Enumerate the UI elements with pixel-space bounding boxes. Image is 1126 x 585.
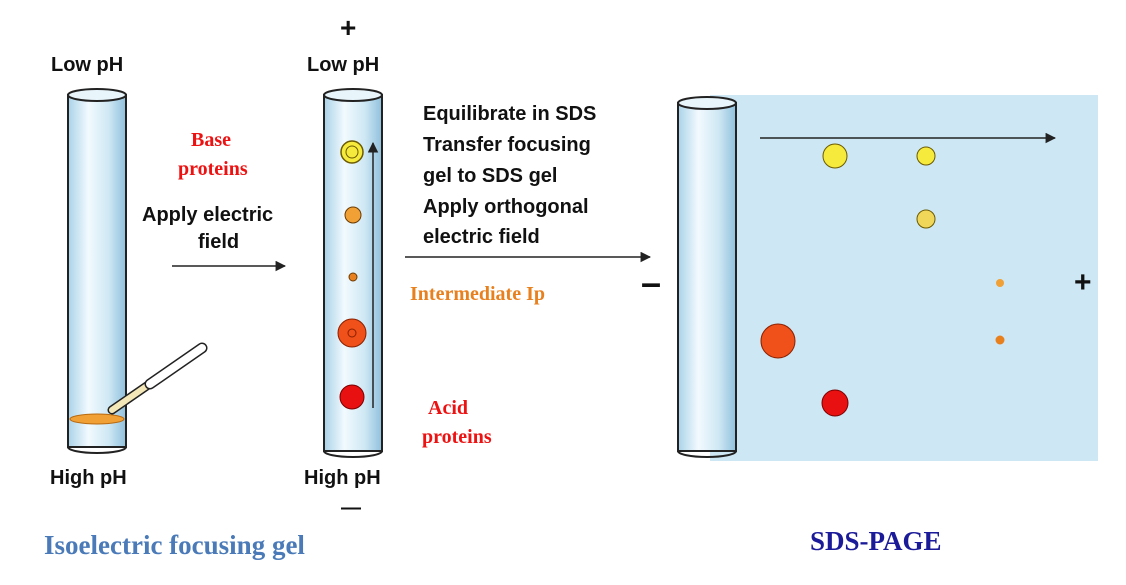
- protein-spot: [337, 318, 367, 348]
- sds-anode-label: +: [1074, 266, 1092, 299]
- apply-field-label-line2: field: [198, 231, 240, 253]
- protein-spot-ring: [345, 145, 359, 159]
- sds-gel-slab: [710, 95, 1098, 461]
- sds-cathode-label: –: [641, 262, 662, 303]
- pipette-icon: [107, 342, 208, 415]
- acid-proteins-label-line1: Acid: [428, 397, 468, 419]
- ief-tube-before: [67, 88, 127, 454]
- intermediate-ip-label: Intermediate Ip: [410, 283, 545, 305]
- tube2-bottom-label: High pH: [304, 467, 381, 489]
- protein-spot-ring: [347, 328, 357, 338]
- step-line-4: Apply orthogonal: [423, 196, 589, 218]
- sds-page-title: SDS-PAGE: [810, 526, 942, 556]
- anode-plus-label: +: [340, 12, 357, 43]
- step-line-5: electric field: [423, 226, 540, 248]
- acid-proteins-label-line2: proteins: [422, 426, 492, 448]
- tube1-bottom-label: High pH: [50, 467, 127, 489]
- tube2-top-label: Low pH: [307, 54, 380, 76]
- step-line-2: Transfer focusing: [423, 134, 591, 156]
- sample-band: [69, 413, 125, 425]
- gel-spot: [916, 146, 936, 166]
- gel-spot: [822, 143, 848, 169]
- base-proteins-label-line1: Base: [191, 129, 231, 151]
- tube1-top-label: Low pH: [51, 54, 124, 76]
- gel-spot: [995, 335, 1005, 345]
- apply-field-label-line1: Apply electric: [142, 204, 274, 226]
- base-proteins-label-line2: proteins: [178, 158, 248, 180]
- gel-spot: [821, 389, 849, 417]
- protein-spot: [340, 140, 364, 164]
- ief-title: Isoelectric focusing gel: [44, 530, 305, 560]
- step-line-3: gel to SDS gel: [423, 165, 558, 187]
- cathode-minus-label: —: [341, 497, 361, 519]
- protein-spot: [344, 206, 362, 224]
- gel-spot: [916, 209, 936, 229]
- gel-spot: [760, 323, 796, 359]
- sds-focusing-gel-tube: [677, 96, 737, 458]
- protein-spot: [348, 272, 358, 282]
- protein-spot: [339, 384, 365, 410]
- gel-spot: [996, 279, 1004, 287]
- step-line-1: Equilibrate in SDS: [423, 103, 597, 125]
